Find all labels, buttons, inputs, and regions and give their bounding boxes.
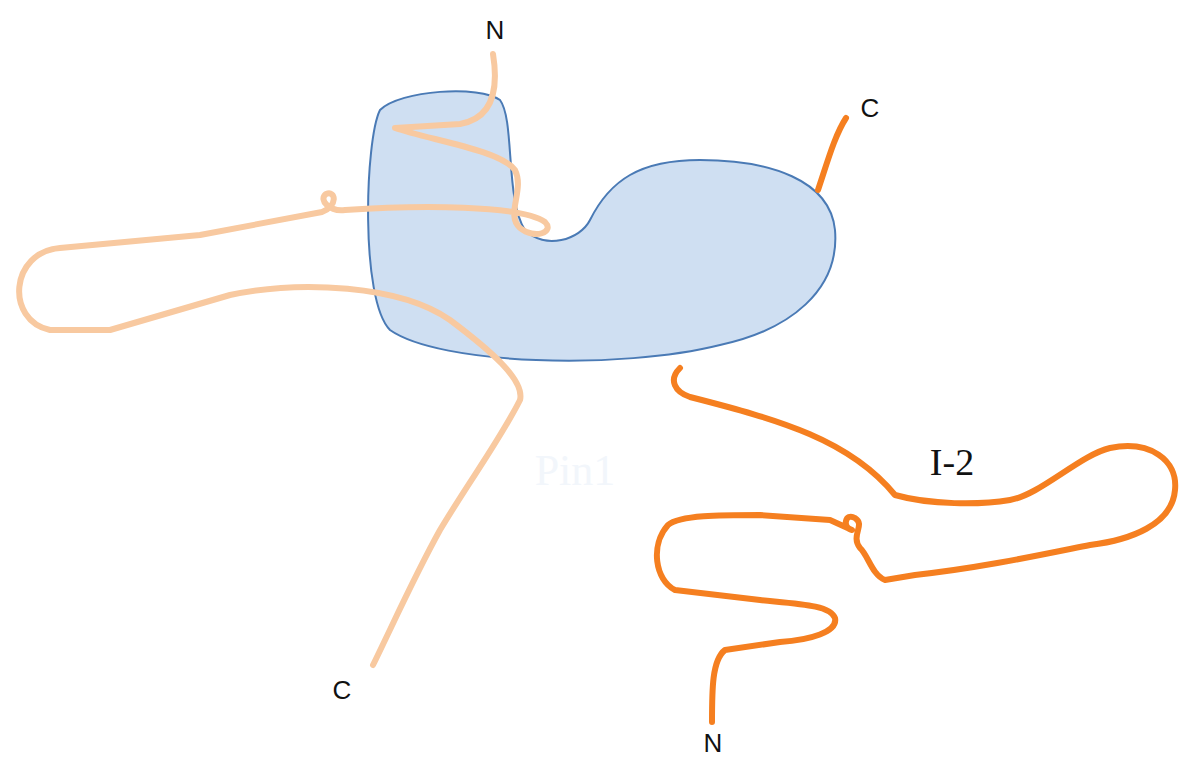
inhibitor-strand-top-c xyxy=(818,118,846,190)
terminus-label: N xyxy=(486,15,505,46)
terminus-label: C xyxy=(861,93,880,124)
protein-label: I-2 xyxy=(930,440,974,484)
pin1-domain-top xyxy=(368,91,835,360)
terminus-label: N xyxy=(704,728,723,759)
domain-name: Pin1 xyxy=(535,445,616,496)
domain-outline xyxy=(355,407,835,648)
inhibitor-strand-pale xyxy=(19,54,548,665)
protein-domain: Pin1 xyxy=(350,395,850,655)
domain-shape xyxy=(350,395,850,655)
inhibitor-strand-orange xyxy=(657,368,1175,722)
terminus-label: C xyxy=(333,675,352,706)
